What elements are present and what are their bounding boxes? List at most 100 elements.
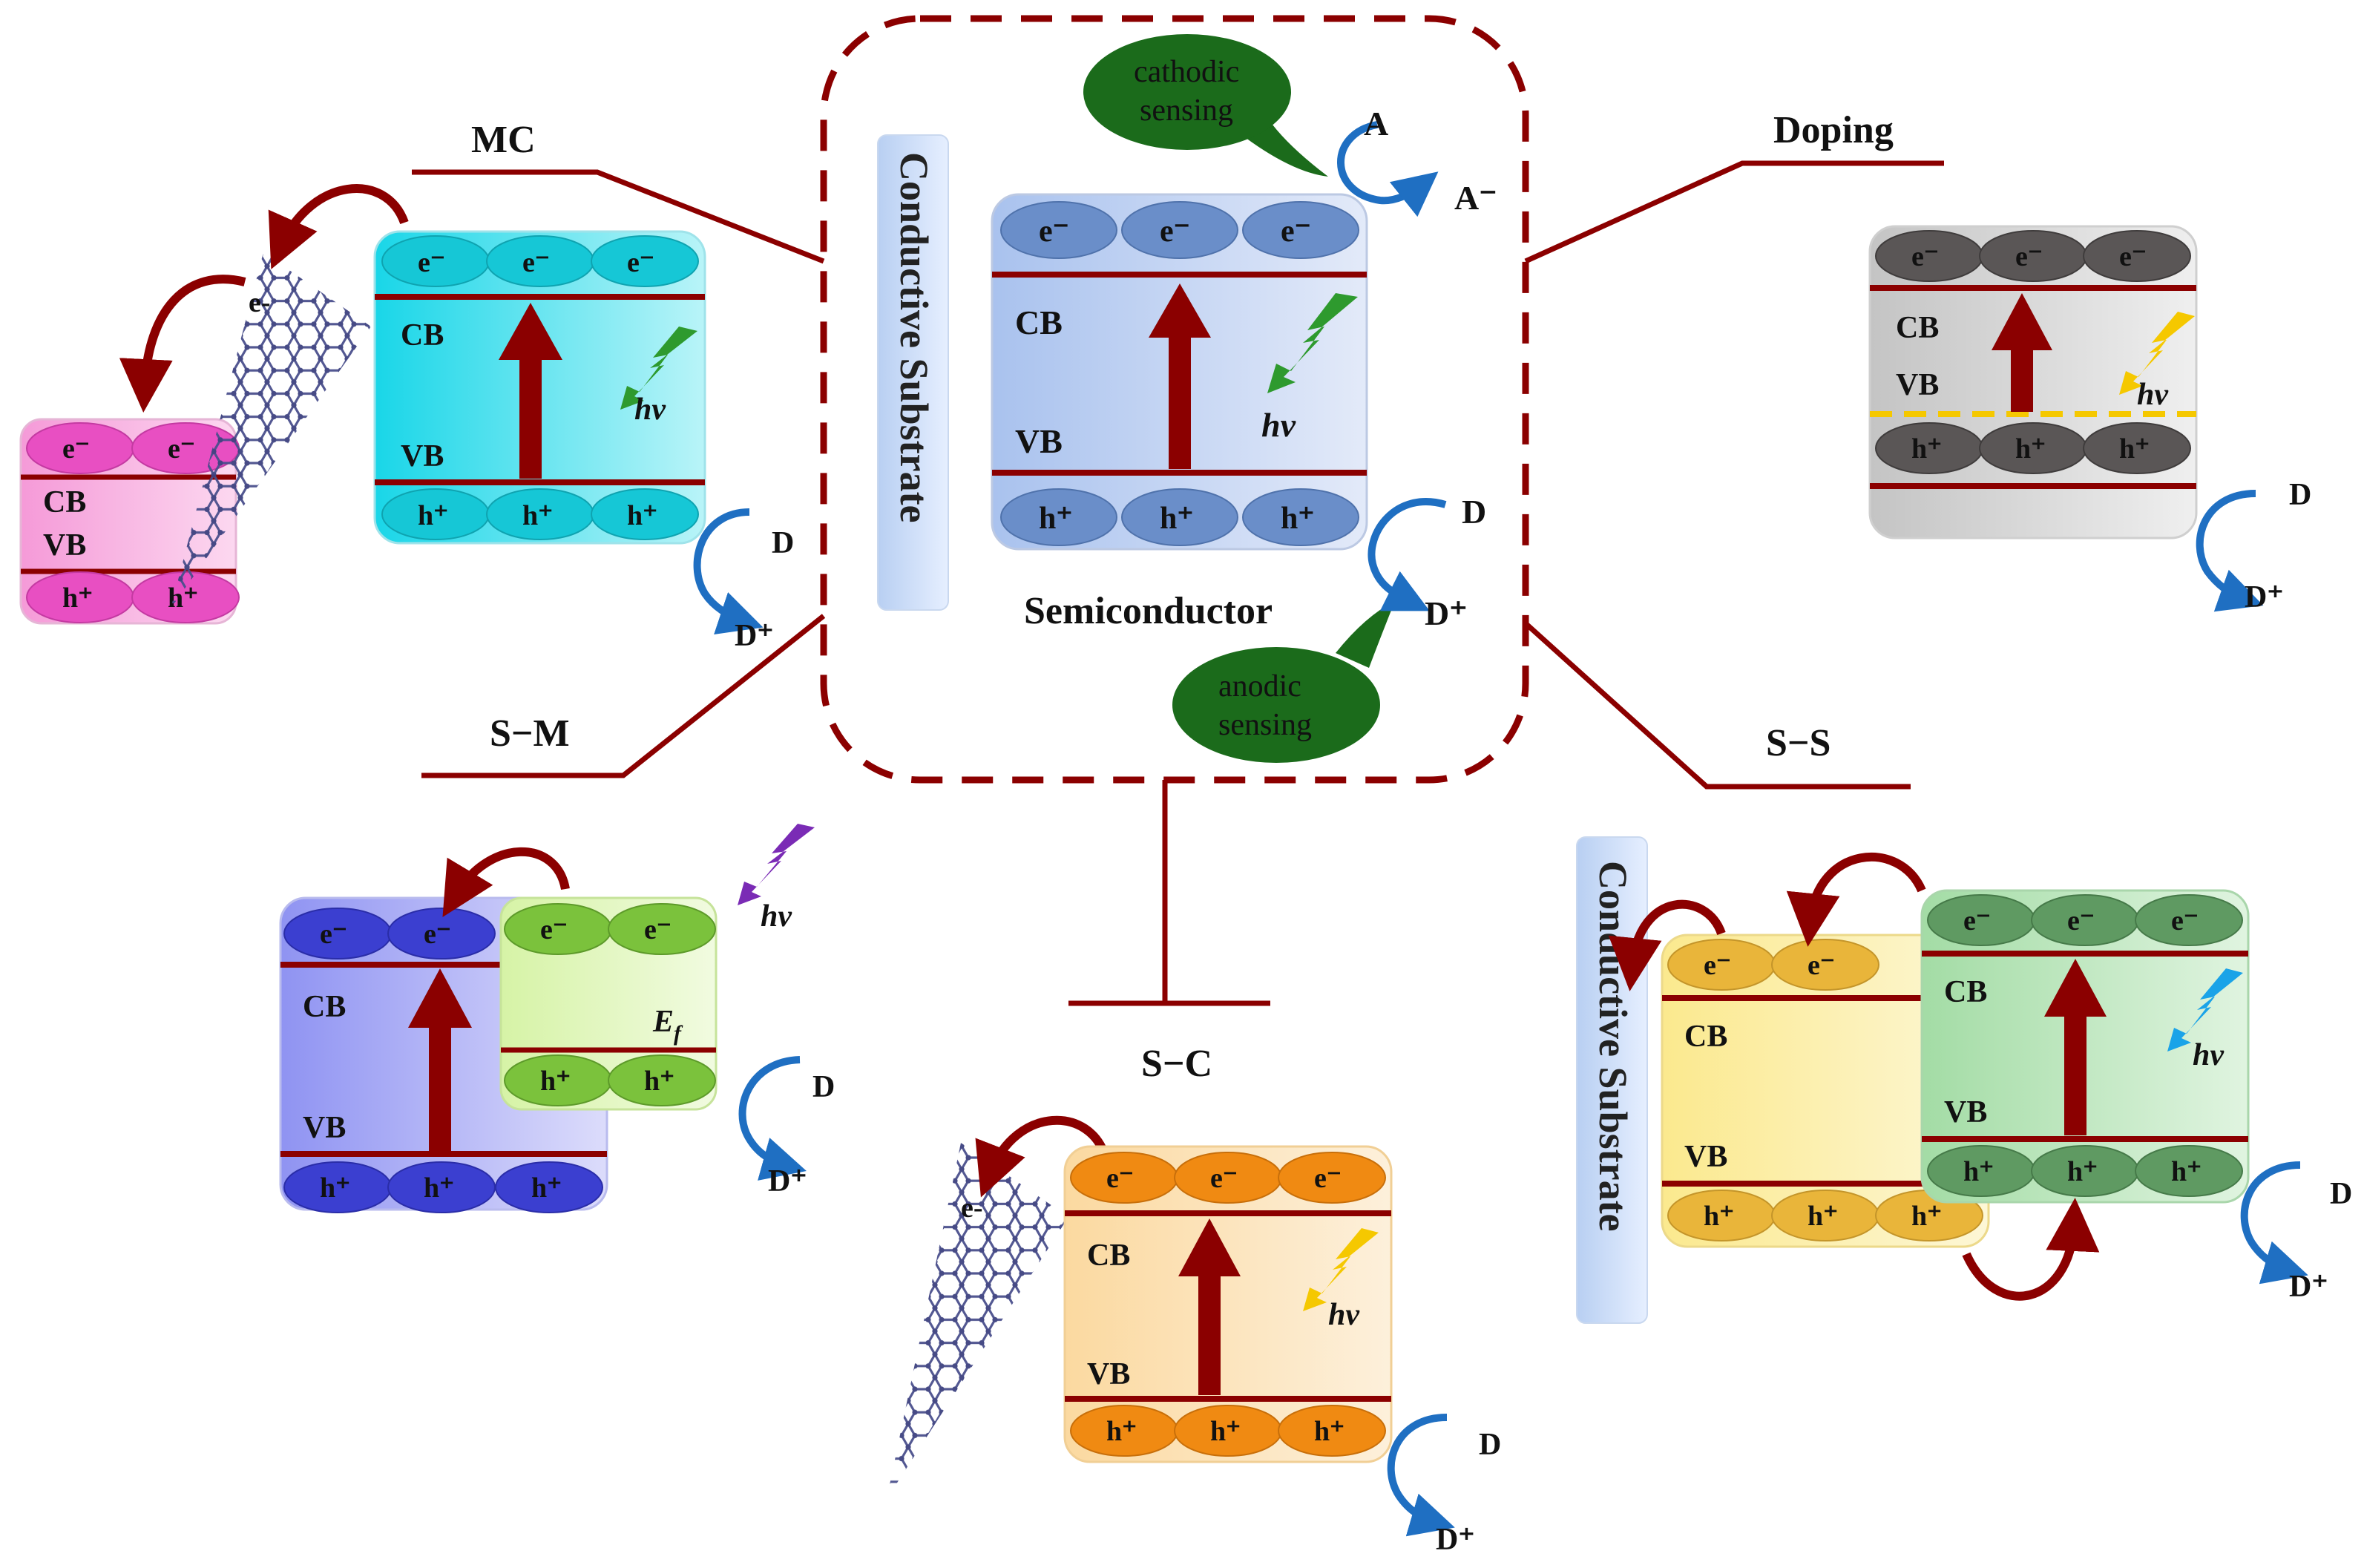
mc-cyan-hole: h⁺ <box>627 500 657 531</box>
ss-green-hole: h⁺ <box>2067 1156 2098 1187</box>
sm-metal-hole: h⁺ <box>540 1066 571 1097</box>
sm-electron: e⁻ <box>424 919 451 950</box>
curved-arrow-icon <box>268 184 409 269</box>
sc-hole: h⁺ <box>1106 1416 1137 1447</box>
curved-arrow-icon <box>2240 1161 2308 1285</box>
bolt-icon <box>620 327 697 410</box>
center-donor-label: D <box>1462 493 1486 531</box>
center-electron: e⁻ <box>1160 214 1190 249</box>
sm-donor: D <box>812 1070 835 1104</box>
sc-semiconductor: e⁻ e⁻ e⁻ h⁺ h⁺ h⁺ CB VB hv <box>1063 1145 1393 1463</box>
curved-arrow-icon <box>975 1115 1110 1198</box>
branch-title-sc: S−C <box>1141 1043 1212 1085</box>
connector-sm <box>421 614 826 778</box>
mc-pink-cb: CB <box>43 485 86 519</box>
graphene-sheet-icon <box>887 1143 1068 1499</box>
mc-cyan-vb: VB <box>401 439 444 473</box>
sc-vb: VB <box>1087 1357 1130 1391</box>
mc-excitation-arrow <box>499 303 562 479</box>
sm-cb: CB <box>303 990 346 1024</box>
doping-electron: e⁻ <box>1911 241 1939 272</box>
ss-green-semiconductor: e⁻ e⁻ e⁻ h⁺ h⁺ h⁺ CB VB hv <box>1920 889 2250 1204</box>
curved-arrow-icon <box>2196 490 2264 612</box>
center-semiconductor: e⁻ e⁻ e⁻ h⁺ h⁺ h⁺ CB VB hv <box>991 193 1368 551</box>
doping-excitation-arrow <box>1992 293 2052 412</box>
mc-pink-hole: h⁺ <box>62 583 93 614</box>
mc-donor-ox: D⁺ <box>735 619 774 653</box>
sc-excitation-arrow <box>1178 1218 1241 1395</box>
connector-ss <box>1523 621 1911 790</box>
doping-donor-ox: D⁺ <box>2245 580 2284 614</box>
mc-donor: D <box>772 526 794 560</box>
ss-green-electron: e⁻ <box>2067 905 2095 936</box>
acceptor-reduced-label: A⁻ <box>1454 179 1497 217</box>
center-vb-label: VB <box>1015 422 1063 460</box>
sc-electron: e⁻ <box>1210 1163 1238 1194</box>
curved-arrow-icon <box>1337 121 1439 217</box>
sc-hole: h⁺ <box>1314 1416 1344 1447</box>
curved-arrow-icon <box>1608 899 1726 991</box>
ss-yellow-hole: h⁺ <box>1704 1201 1734 1232</box>
curved-arrow-icon <box>442 847 570 917</box>
branch-title-mc: MC <box>471 119 536 161</box>
doping-semiconductor: e⁻ e⁻ e⁻ h⁺ h⁺ h⁺ CB VB hv <box>1868 225 2198 539</box>
sm-hole: h⁺ <box>531 1172 562 1204</box>
branch-title-ss: S−S <box>1766 722 1831 764</box>
sm-electron: e⁻ <box>320 919 347 950</box>
ss-green-hole: h⁺ <box>1963 1156 1994 1187</box>
sc-electron: e⁻ <box>1314 1163 1342 1194</box>
bolt-icon <box>1303 1228 1379 1311</box>
curved-arrow-icon <box>1786 852 1926 947</box>
ss-hv: hv <box>2193 1038 2225 1072</box>
center-excitation-arrow <box>1149 283 1211 469</box>
ss-donor: D <box>2330 1177 2352 1211</box>
mc-cyan-electron: e⁻ <box>627 247 654 278</box>
ss-yellow-electron: e⁻ <box>1704 950 1731 981</box>
bolt-icon <box>1267 293 1358 393</box>
sm-metal-electron: e⁻ <box>540 914 568 945</box>
mc-pink-electron: e⁻ <box>62 433 90 465</box>
sc-donor-ox: D⁺ <box>1436 1523 1475 1557</box>
mc-pink-vb: VB <box>43 528 86 562</box>
curved-arrow-icon <box>1367 498 1447 611</box>
sc-graphene-electron: e- <box>961 1193 983 1224</box>
ss-yellow-electron: e⁻ <box>1808 950 1835 981</box>
sc-donor: D <box>1479 1428 1501 1462</box>
center-substrate <box>877 134 949 611</box>
semiconductor-label: Semiconductor <box>1024 590 1273 632</box>
mc-cyan-hole: h⁺ <box>418 500 448 531</box>
ss-yellow-hole: h⁺ <box>1911 1201 1942 1232</box>
doping-vb: VB <box>1896 368 1939 402</box>
sc-hole: h⁺ <box>1210 1416 1241 1447</box>
cathodic-sensing-bubble: cathodic sensing <box>1083 34 1328 177</box>
ss-green-electron: e⁻ <box>2171 905 2199 936</box>
ss-yellow-cb: CB <box>1684 1020 1727 1054</box>
mc-cyan-electron: e⁻ <box>418 247 445 278</box>
bolt-icon <box>738 824 815 905</box>
connector-mc <box>412 169 825 264</box>
sm-vb: VB <box>303 1111 346 1145</box>
center-hole: h⁺ <box>1281 502 1315 536</box>
doping-hole: h⁺ <box>2119 433 2150 465</box>
ss-yellow-hole: h⁺ <box>1808 1201 1838 1232</box>
center-electron: e⁻ <box>1039 214 1069 249</box>
sc-cb: CB <box>1087 1239 1130 1273</box>
center-electron: e⁻ <box>1281 214 1311 249</box>
curved-arrow-icon <box>738 1056 807 1181</box>
ss-excitation-arrow <box>2044 959 2107 1135</box>
curved-arrow-icon <box>1962 1198 2100 1301</box>
bolt-icon <box>2119 312 2195 395</box>
sm-metal-electron: e⁻ <box>644 914 672 945</box>
sm-hv: hv <box>761 899 792 934</box>
branch-title-sm: S−M <box>490 712 570 755</box>
ss-donor-ox: D⁺ <box>2289 1270 2328 1304</box>
sm-donor-ox: D⁺ <box>768 1164 807 1198</box>
sc-hv: hv <box>1328 1298 1360 1332</box>
sm-metal: e⁻ e⁻ h⁺ h⁺ Ef <box>499 896 718 1111</box>
ss-green-electron: e⁻ <box>1963 905 1991 936</box>
branch-title-doping: Doping <box>1773 109 1894 151</box>
curved-arrow-icon <box>693 508 764 634</box>
acceptor-label: A <box>1364 105 1388 142</box>
doping-electron: e⁻ <box>2119 241 2147 272</box>
ss-green-cb: CB <box>1944 975 1987 1009</box>
